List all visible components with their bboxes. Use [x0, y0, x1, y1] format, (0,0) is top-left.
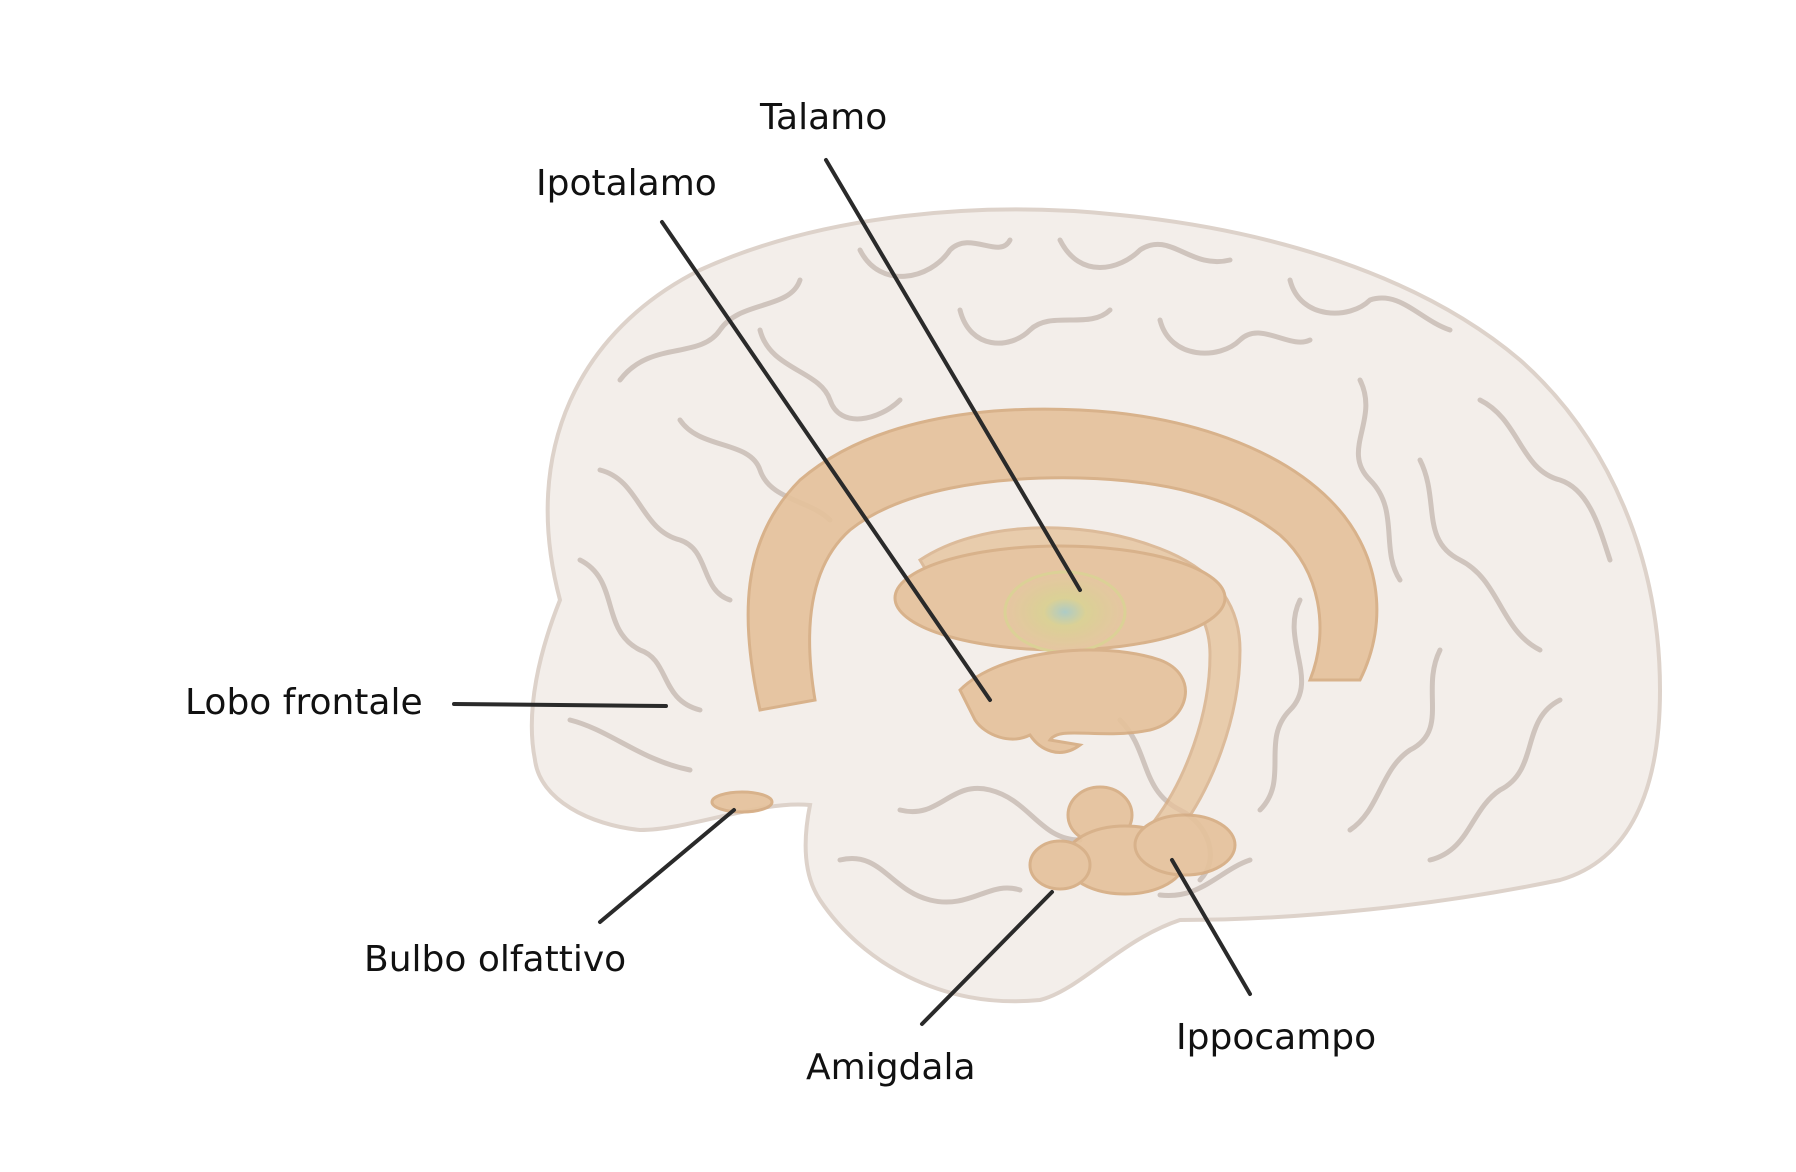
- hippocampus-body-2: [1133, 813, 1237, 877]
- cingulate-arc: [746, 407, 1379, 712]
- label-lobo-frontale: Lobo frontale: [185, 682, 423, 723]
- olfactory-bulb: [710, 790, 774, 814]
- leader-line-ipotalamo: [660, 220, 992, 702]
- label-ipotalamo: Ipotalamo: [536, 163, 717, 204]
- label-bulbo-olfattivo: Bulbo olfattivo: [364, 939, 627, 980]
- leader-line-ippocampo: [1170, 858, 1252, 996]
- limbic-structures: [710, 407, 1379, 896]
- hippocampus-tail: [1028, 839, 1092, 891]
- leader-lines: [452, 158, 1252, 1026]
- leader-line-bulbo-olfattivo: [598, 808, 736, 924]
- hypothalamus-body: [958, 648, 1187, 754]
- label-ippocampo: Ippocampo: [1176, 1017, 1377, 1058]
- leader-line-talamo: [824, 158, 1082, 592]
- thalamus-core: [1003, 570, 1127, 654]
- leader-line-lobo-frontale: [452, 702, 668, 708]
- leader-line-amigdala: [920, 890, 1054, 1026]
- label-amigdala: Amigdala: [806, 1047, 976, 1088]
- label-talamo: Talamo: [760, 97, 888, 138]
